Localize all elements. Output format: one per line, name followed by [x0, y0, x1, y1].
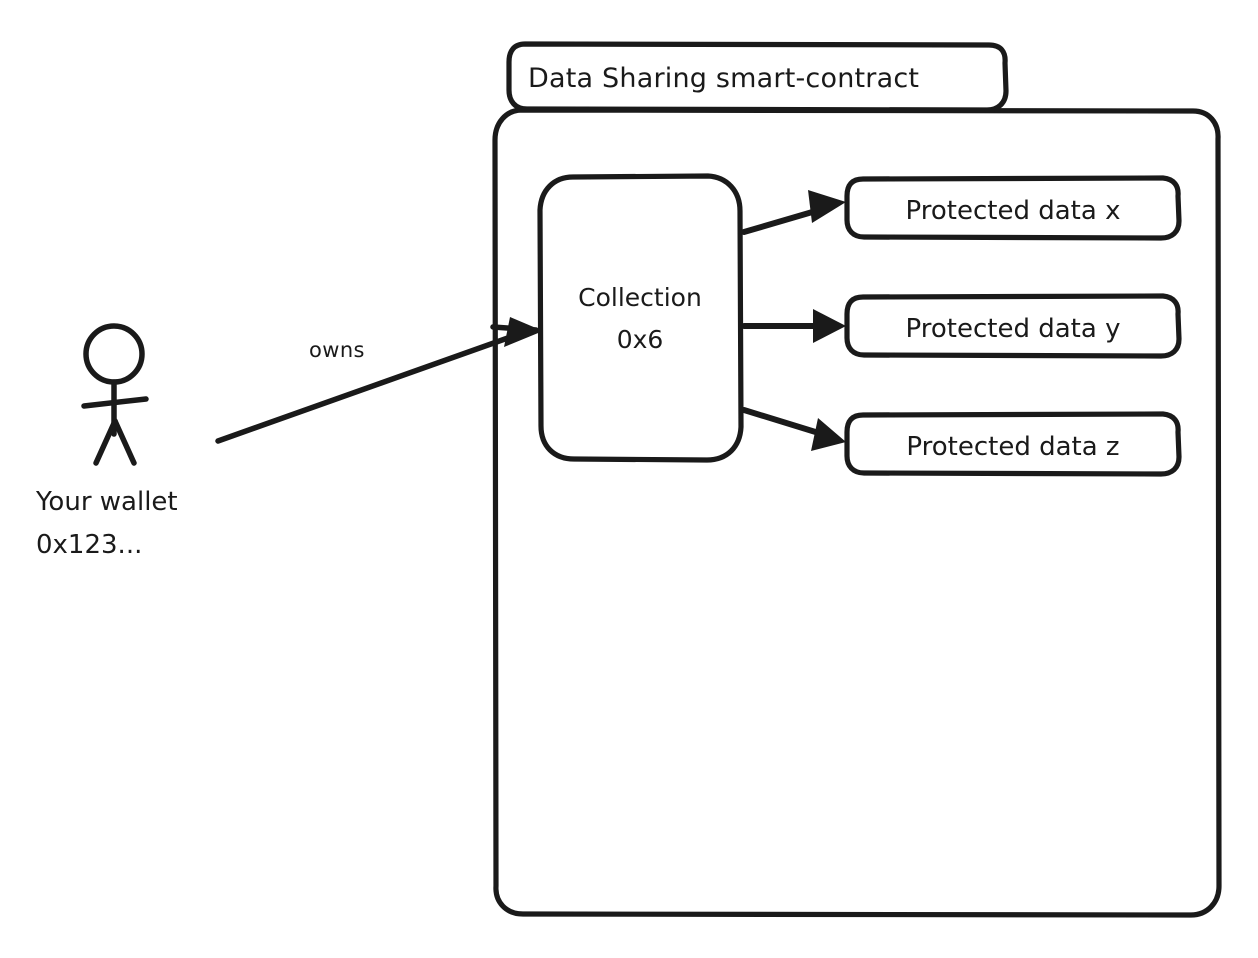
edge-collection-to-protected-data-z [741, 407, 846, 451]
actor-wallet-label: Your wallet 0x123... [35, 487, 178, 560]
edge-wallet-owns-collection: owns [215, 317, 543, 444]
edge-collection-to-protected-data-y [741, 309, 846, 343]
protected-data-x-label: Protected data x [906, 196, 1121, 226]
arrowhead-to-protected-data-y [813, 309, 846, 343]
actor-wallet-label-line1: Your wallet [35, 487, 178, 517]
edge-label-owns: owns [309, 338, 365, 362]
protected-data-x-node[interactable]: Protected data x [844, 175, 1182, 241]
stick-figure-person-icon [81, 323, 149, 466]
edge-collection-to-protected-data-x [741, 190, 846, 235]
arrowhead-to-protected-data-x [808, 190, 846, 223]
container-title-box[interactable]: Data Sharing smart-contract [506, 41, 1009, 113]
arrowhead-owns [504, 317, 543, 347]
protected-data-y-label: Protected data y [906, 314, 1121, 344]
collection-node[interactable]: Collection 0x6 [537, 173, 744, 463]
actor-wallet-label-line2: 0x123... [36, 530, 142, 560]
arrowhead-to-protected-data-z [811, 418, 846, 451]
protected-data-z-node[interactable]: Protected data z [844, 411, 1182, 477]
container-title-label: Data Sharing smart-contract [528, 63, 919, 94]
collection-node-label-line2: 0x6 [617, 325, 664, 354]
collection-node-label-line1: Collection [578, 283, 702, 312]
protected-data-z-label: Protected data z [906, 432, 1119, 462]
protected-data-y-node[interactable]: Protected data y [844, 293, 1182, 359]
